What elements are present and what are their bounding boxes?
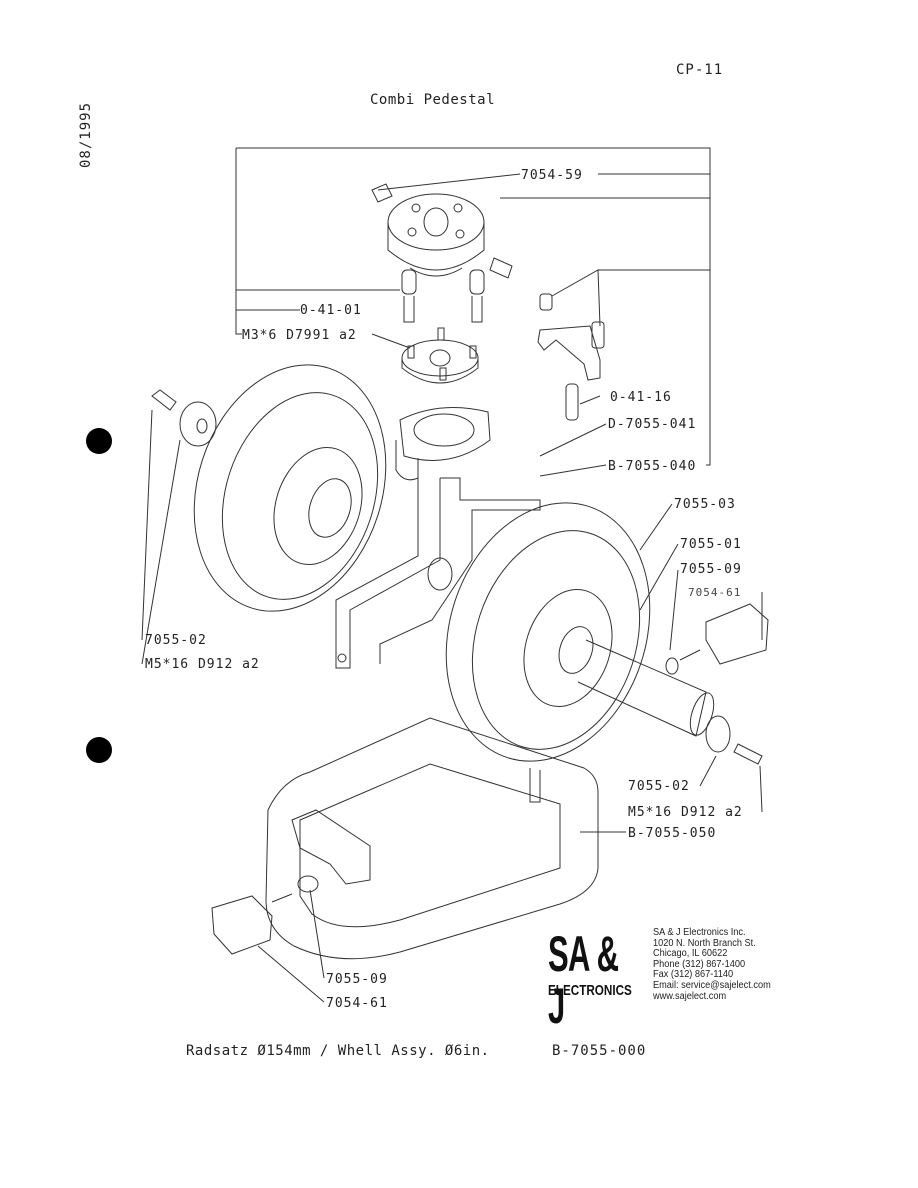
company-phone: Phone (312) 867-1400	[653, 958, 746, 970]
label-b-7055-050: B-7055-050	[628, 826, 716, 841]
company-email[interactable]: Email: service@sajelect.com	[653, 979, 771, 991]
page-title: Combi Pedestal	[370, 92, 496, 108]
label-7055-02-right: 7055-02	[628, 779, 690, 794]
label-b-7055-040: B-7055-040	[608, 459, 696, 474]
label-0-41-01: 0-41-01	[300, 303, 362, 318]
binder-hole-bottom	[86, 737, 112, 763]
company-logo: SA & J ELECTRONICS	[548, 928, 640, 1032]
logo-wordmark: SA & J	[548, 926, 619, 1034]
label-7054-61-bottom: 7054-61	[326, 996, 388, 1011]
company-fax: Fax (312) 867-1140	[653, 969, 734, 981]
label-7054-59: 7054-59	[521, 168, 583, 183]
company-street: 1020 N. North Branch St.	[653, 937, 756, 949]
label-7055-03: 7055-03	[674, 497, 736, 512]
company-website[interactable]: www.sajelect.com	[653, 990, 727, 1002]
drawing-caption: Radsatz Ø154mm / Whell Assy. Ø6in.	[186, 1043, 490, 1059]
company-name: SA & J Electronics Inc.	[653, 927, 746, 938]
company-address-block: SA & J Electronics Inc. 1020 N. North Br…	[653, 927, 781, 1002]
label-0-41-16: 0-41-16	[610, 390, 672, 405]
assembly-number: B-7055-000	[552, 1043, 647, 1059]
company-city: Chicago, IL 60622	[653, 948, 728, 960]
label-m3-screw: M3*6 D7991 a2	[242, 328, 357, 343]
label-m5-screw-right: M5*16 D912 a2	[628, 805, 743, 820]
label-7055-09-bottom: 7055-09	[326, 972, 388, 987]
logo-subtext: ELECTRONICS	[548, 982, 632, 999]
label-7055-09-right: 7055-09	[680, 562, 742, 577]
label-7055-01: 7055-01	[680, 537, 742, 552]
label-m5-screw-left: M5*16 D912 a2	[145, 657, 260, 672]
binder-hole-top	[86, 428, 112, 454]
label-7055-02-left: 7055-02	[145, 633, 207, 648]
label-7054-61-right: 7054-61	[688, 586, 741, 599]
page-number: CP-11	[676, 62, 724, 78]
label-d-7055-041: D-7055-041	[608, 417, 696, 432]
